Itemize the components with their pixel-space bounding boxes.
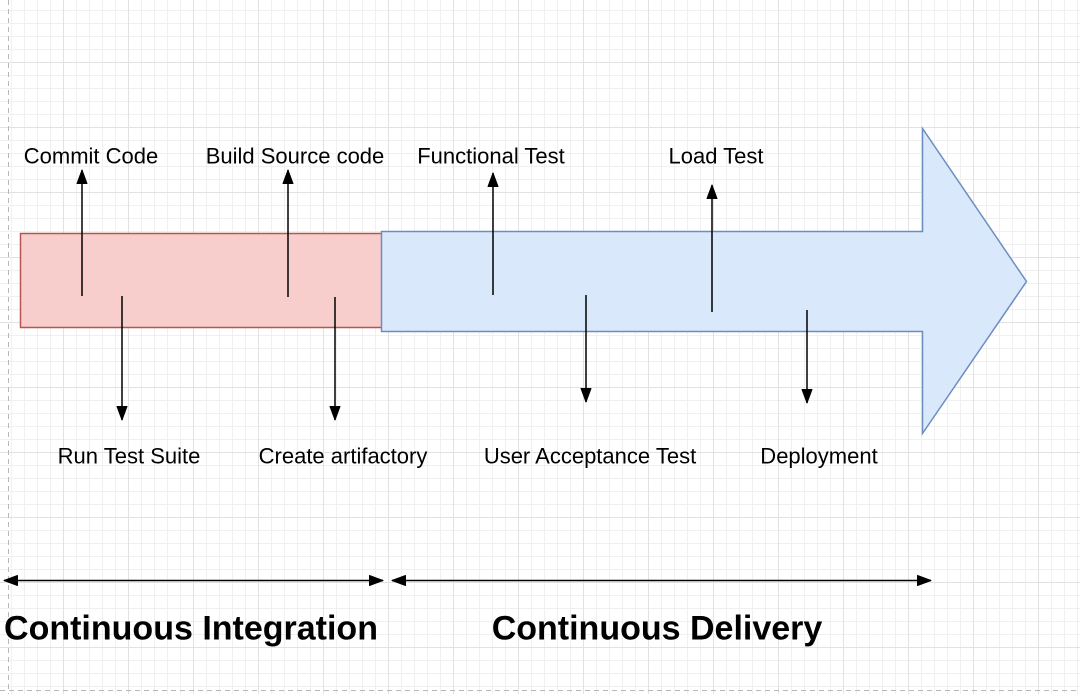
label-create-artifactory: Create artifactory bbox=[258, 443, 428, 469]
label-run-test-suite: Run Test Suite bbox=[57, 443, 201, 469]
ci-stage-bar bbox=[19, 232, 384, 329]
cd-stage-arrow bbox=[380, 126, 1028, 436]
label-commit-code: Commit Code bbox=[23, 143, 159, 169]
label-load-test: Load Test bbox=[668, 143, 764, 169]
label-user-acceptance-test: User Acceptance Test bbox=[483, 443, 697, 469]
cd-phase-title: Continuous Delivery bbox=[491, 609, 823, 648]
label-deployment: Deployment bbox=[760, 443, 878, 469]
ci-phase-title: Continuous Integration bbox=[4, 609, 378, 648]
label-build-source-code: Build Source code bbox=[205, 143, 385, 169]
label-functional-test: Functional Test bbox=[417, 143, 565, 169]
